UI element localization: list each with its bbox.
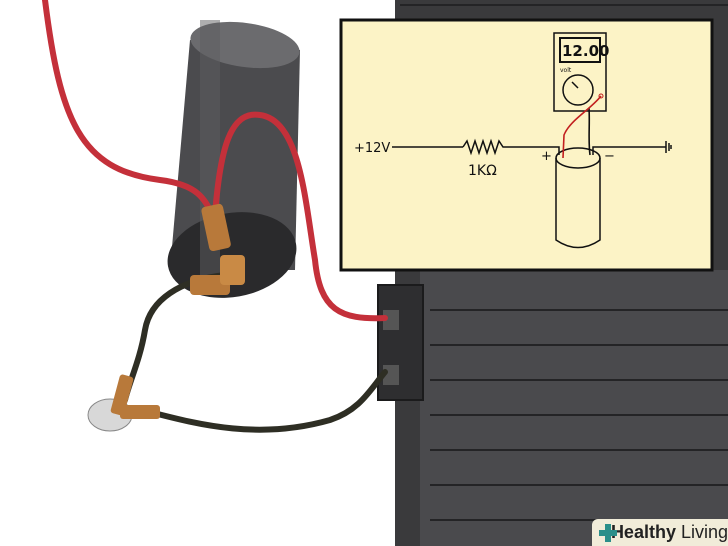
connectors [87,203,245,432]
plus-sign: + [541,149,552,164]
minus-sign: − [604,149,615,164]
meter-reading: 12.00 [562,42,609,60]
watermark-brand-bold: Healthy [610,522,676,542]
resistor-symbol [462,138,516,156]
resistor-label: 1KΩ [468,163,497,179]
plus-logo-icon [597,522,617,544]
watermark-brand-regular: Living [680,522,728,542]
watermark: Healthy Living [592,519,728,546]
capacitor-symbol [555,158,601,249]
schematic-inset: +12V 1KΩ 12.00 volt + − [339,18,714,272]
multimeter [553,32,607,112]
meter-unit: volt [560,67,572,74]
voltage-label: +12V [354,141,390,156]
